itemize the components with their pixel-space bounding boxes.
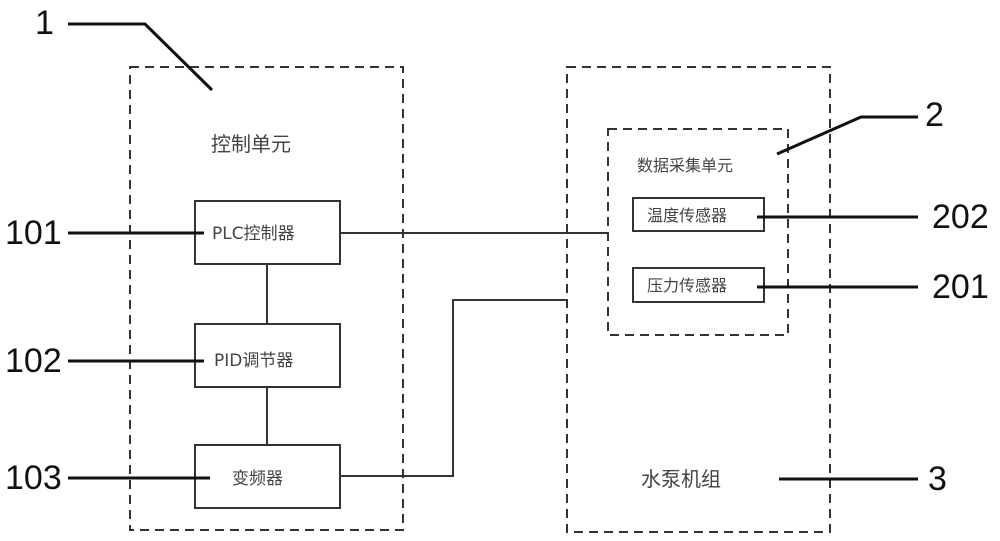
leader-1 bbox=[68, 22, 214, 92]
control-unit-boundary bbox=[129, 66, 404, 531]
ref-202: 202 bbox=[932, 198, 989, 236]
pressure-sensor-box bbox=[632, 267, 765, 303]
ref-201: 201 bbox=[932, 268, 989, 306]
leader-2 bbox=[776, 115, 918, 156]
ref-102: 102 bbox=[5, 342, 62, 380]
inverter-to-pump-connector bbox=[340, 299, 567, 477]
pid-regulator-label: PID调节器 bbox=[214, 351, 294, 371]
inverter-box bbox=[194, 444, 341, 509]
ref-2: 2 bbox=[925, 96, 944, 134]
data-acquisition-unit-title: 数据采集单元 bbox=[637, 156, 734, 175]
ref-1: 1 bbox=[35, 4, 54, 42]
pressure-sensor-label: 压力传感器 bbox=[647, 276, 728, 295]
ref-3: 3 bbox=[928, 460, 947, 498]
ref-103: 103 bbox=[5, 459, 62, 497]
pid-regulator-box bbox=[194, 323, 341, 388]
pump-unit-title: 水泵机组 bbox=[641, 467, 721, 491]
inverter-label: 变频器 bbox=[232, 469, 283, 489]
plc-controller-label: PLC控制器 bbox=[212, 224, 295, 244]
ref-101: 101 bbox=[5, 214, 62, 252]
temperature-sensor-box bbox=[632, 197, 765, 232]
control-unit-title: 控制单元 bbox=[211, 132, 291, 156]
temperature-sensor-label: 温度传感器 bbox=[647, 206, 728, 225]
